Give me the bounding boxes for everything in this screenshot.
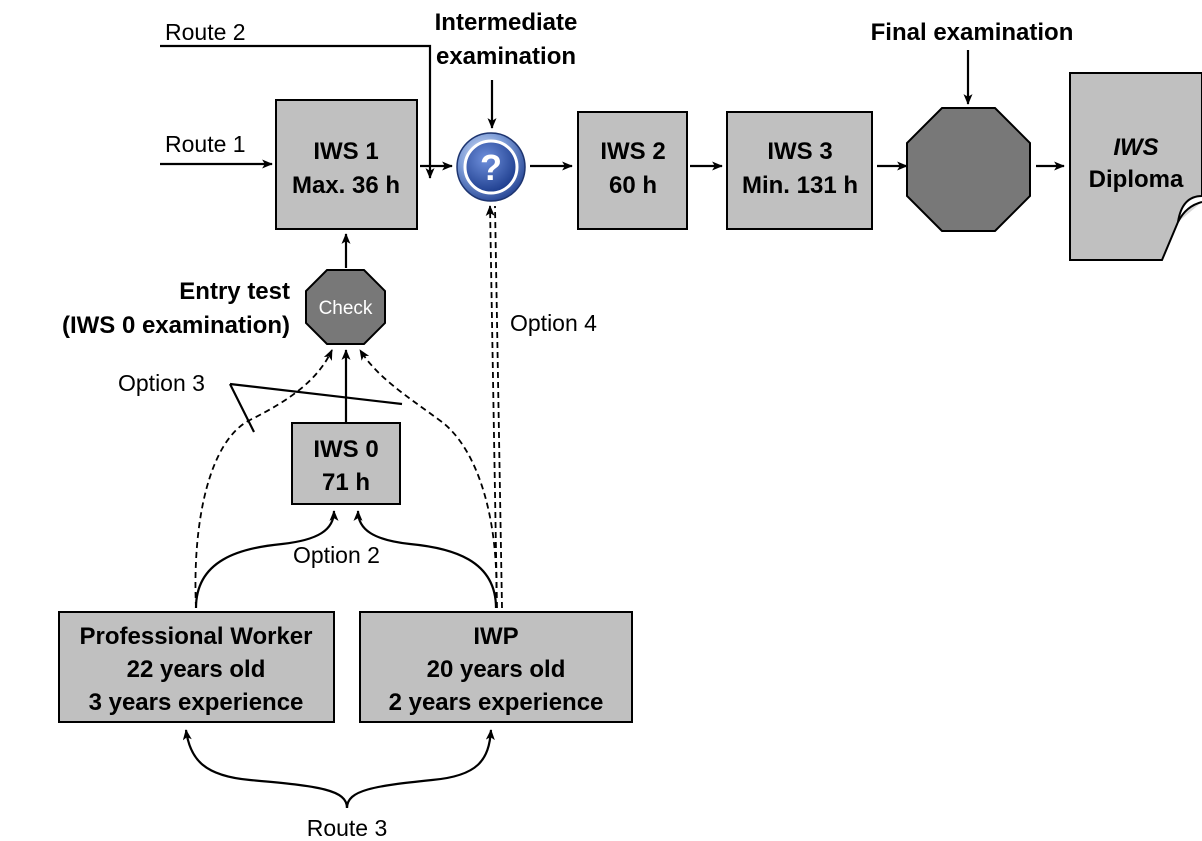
iws2-hours: 60 h xyxy=(609,172,657,199)
iws0-box: IWS 0 71 h xyxy=(291,422,401,505)
iws2-title: IWS 2 xyxy=(600,138,665,165)
check-octagon-icon: Check xyxy=(305,269,386,345)
option2-label: Option 2 xyxy=(293,542,380,568)
final-exam-label: Final examination xyxy=(871,19,1074,46)
iws3-hours: Min. 131 h xyxy=(742,172,858,199)
route-3-label: Route 3 xyxy=(307,815,388,841)
iws3-box: IWS 3 Min. 131 h xyxy=(726,111,873,230)
route-2-label: Route 2 xyxy=(165,19,246,45)
entry-test-label-2: (IWS 0 examination) xyxy=(62,312,290,339)
iws1-hours: Max. 36 h xyxy=(292,172,400,199)
route-1-label: Route 1 xyxy=(165,131,246,157)
iws3-title: IWS 3 xyxy=(767,138,832,165)
iwp-age: 20 years old xyxy=(427,656,566,683)
option4-label: Option 4 xyxy=(510,310,597,336)
option4-dashed-arrow xyxy=(485,205,503,609)
option3-dashed-arrow-left xyxy=(194,349,333,609)
option3-pointer-lines xyxy=(229,382,403,433)
diploma-subtitle: Diploma xyxy=(1089,166,1184,193)
option3-dashed-arrow-right xyxy=(359,349,498,609)
check-label: Check xyxy=(319,298,373,319)
iws0-hours: 71 h xyxy=(322,469,370,496)
professional-worker-age: 22 years old xyxy=(127,656,266,683)
professional-worker-title: Professional Worker xyxy=(80,623,313,650)
svg-text:?: ? xyxy=(480,147,502,188)
option2-arrow-left xyxy=(194,510,339,609)
diploma-title: IWS xyxy=(1113,134,1158,161)
final-exam-octagon-icon xyxy=(906,107,1031,232)
intermediate-exam-label-2: examination xyxy=(436,43,576,70)
iws0-title: IWS 0 xyxy=(313,436,378,463)
iws2-box: IWS 2 60 h xyxy=(577,111,688,230)
question-mark-icon: ? xyxy=(456,132,526,202)
route-3-arrows xyxy=(182,729,495,809)
iwp-experience: 2 years experience xyxy=(389,689,604,716)
professional-worker-box: Professional Worker 22 years old 3 years… xyxy=(58,611,335,723)
iwp-title: IWP xyxy=(473,623,518,650)
intermediate-exam-label-1: Intermediate xyxy=(435,9,578,36)
iws1-box: IWS 1 Max. 36 h xyxy=(275,99,418,230)
iwp-box: IWP 20 years old 2 years experience xyxy=(359,611,633,723)
entry-test-label-1: Entry test xyxy=(179,278,290,305)
option3-label: Option 3 xyxy=(118,370,205,396)
iws1-title: IWS 1 xyxy=(313,138,378,165)
professional-worker-experience: 3 years experience xyxy=(89,689,304,716)
option2-arrow-right xyxy=(353,510,498,609)
route-2-arrow xyxy=(160,44,435,179)
